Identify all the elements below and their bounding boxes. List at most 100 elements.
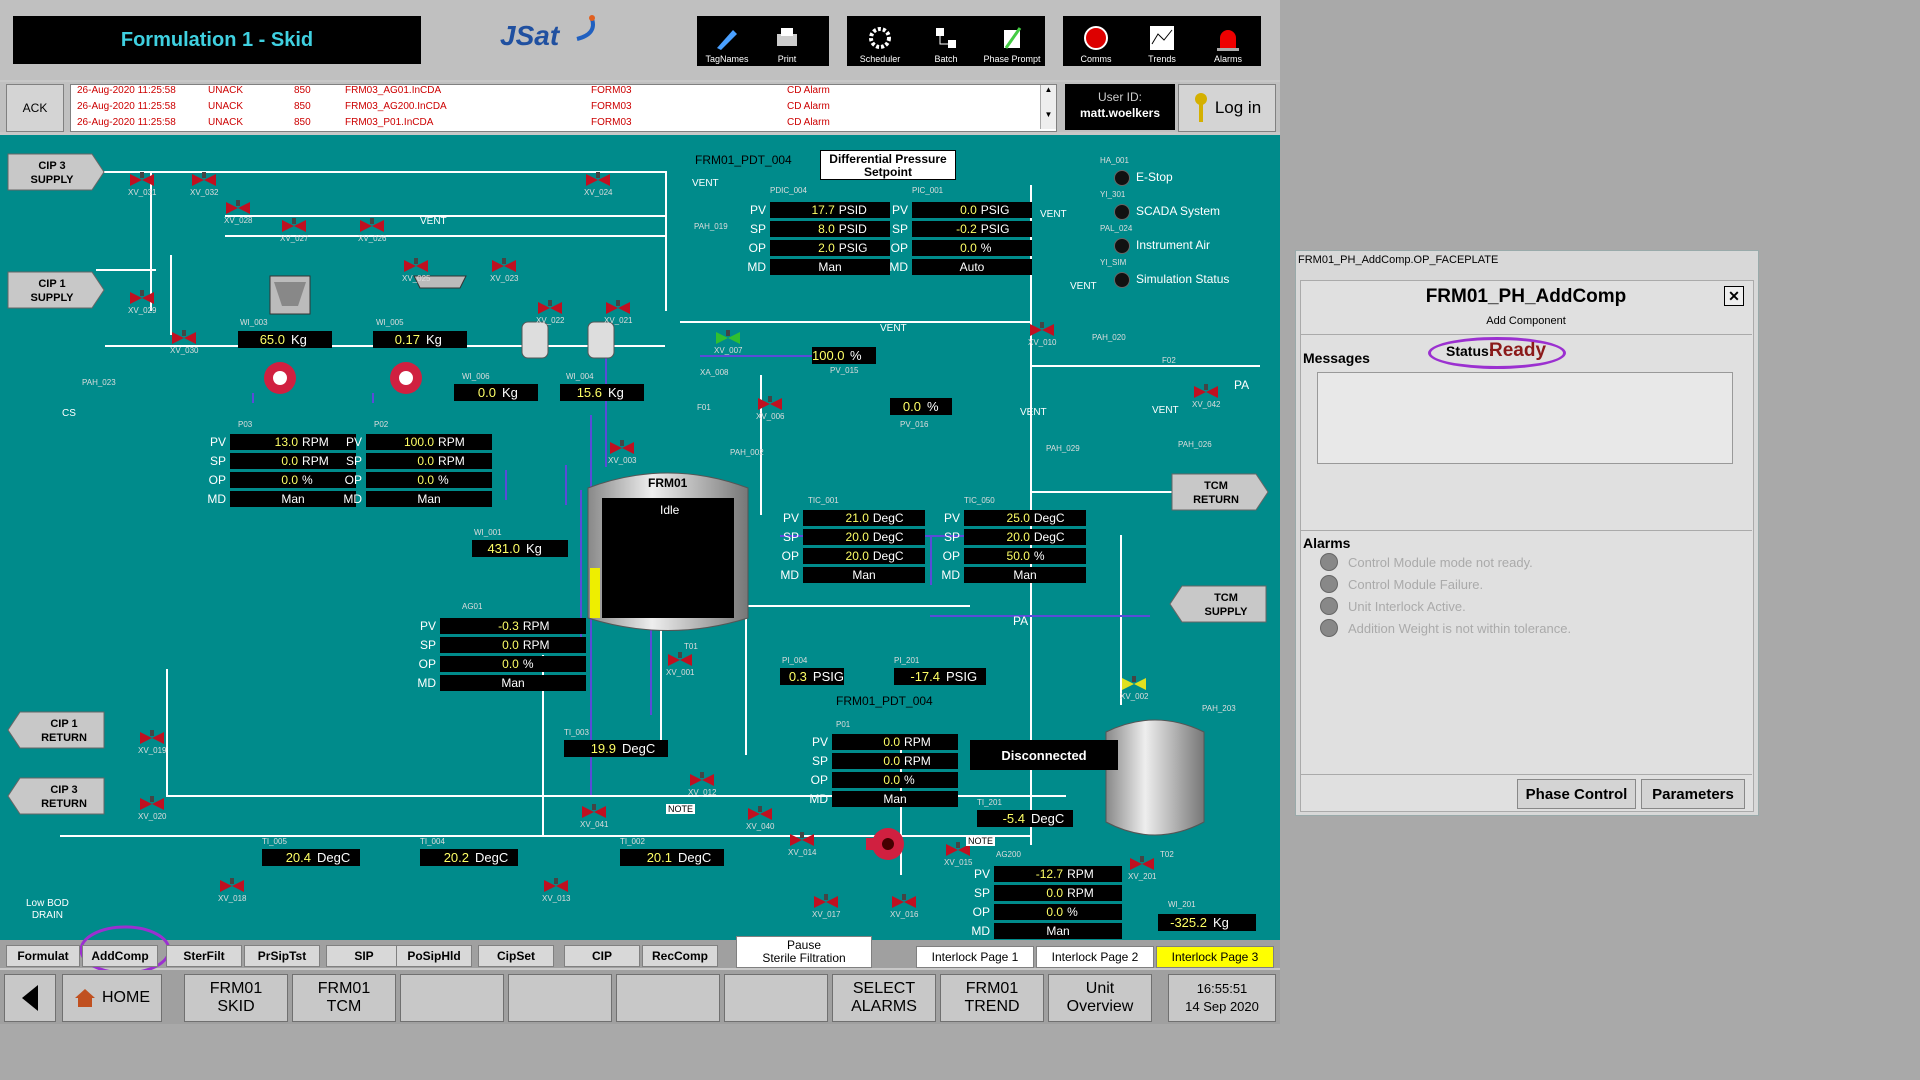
pump-p02-icon[interactable] <box>388 360 424 396</box>
valve-xv-024[interactable] <box>584 172 612 193</box>
home-button[interactable]: HOME <box>62 974 162 1022</box>
tab-formulat[interactable]: Formulat <box>6 945 80 967</box>
dp-setpoint-button[interactable]: Differential Pressure Setpoint <box>820 150 956 180</box>
valve-xv-032[interactable] <box>190 172 218 193</box>
tab-posiphld[interactable]: PoSipHld <box>396 945 472 967</box>
valve-xv-003[interactable] <box>608 440 636 461</box>
back-button[interactable] <box>4 974 56 1022</box>
valve-xv-007[interactable] <box>714 330 742 351</box>
nav-button-5[interactable] <box>616 974 720 1022</box>
valve-xv-026[interactable] <box>358 218 386 239</box>
tab-cipset[interactable]: CipSet <box>478 945 554 967</box>
alarm-scrollbar[interactable]: ▲▼ <box>1040 85 1056 129</box>
valve-xv-016[interactable] <box>890 894 918 915</box>
valve-xv-028[interactable] <box>224 200 252 221</box>
valve-xv-002[interactable] <box>1120 676 1148 697</box>
nav-button-6[interactable] <box>724 974 828 1022</box>
valve-xv-030[interactable] <box>170 330 198 351</box>
valve-xv-031[interactable] <box>128 172 156 193</box>
nav-button-3[interactable] <box>400 974 504 1022</box>
phase-prompt-button[interactable]: Phase Prompt <box>979 16 1045 66</box>
chevron-down-icon[interactable]: ▼ <box>1044 110 1053 119</box>
comms-button[interactable]: Comms <box>1063 16 1129 66</box>
alarms-button[interactable]: Alarms <box>1195 16 1261 66</box>
pump-p03-icon[interactable] <box>262 360 298 396</box>
tab-prsiptst[interactable]: PrSipTst <box>244 945 320 967</box>
frm01-tank[interactable] <box>578 458 758 638</box>
nav-button-4[interactable] <box>508 974 612 1022</box>
printer-icon <box>777 28 797 46</box>
valve-xv-015[interactable] <box>944 842 972 863</box>
messages-box[interactable] <box>1317 372 1733 464</box>
valve-xv-040[interactable] <box>746 806 774 827</box>
interlock-tab-1[interactable]: Interlock Page 1 <box>916 946 1034 968</box>
valve-xv-014[interactable] <box>788 832 816 853</box>
parameters-button[interactable]: Parameters <box>1641 779 1745 809</box>
tab-cip[interactable]: CIP <box>564 945 640 967</box>
valve-xv-017[interactable] <box>812 894 840 915</box>
valve-xv-021[interactable] <box>604 300 632 321</box>
valve-xv-025[interactable] <box>402 258 430 279</box>
valve-xv-020[interactable] <box>138 796 166 817</box>
print-button[interactable]: Print <box>757 16 817 66</box>
valve-xv-018[interactable] <box>218 878 246 899</box>
nav-button-2[interactable]: FRM01 TCM <box>292 974 396 1022</box>
valve-xv-001[interactable] <box>666 652 694 673</box>
valve-xv-029[interactable] <box>128 290 156 311</box>
valve-xv-010[interactable] <box>1028 322 1056 343</box>
phase-control-button[interactable]: Phase Control <box>1517 779 1636 809</box>
valve-xv-022[interactable] <box>536 300 564 321</box>
tank-201[interactable] <box>1100 712 1210 852</box>
tab-sterfilt[interactable]: SterFilt <box>166 945 242 967</box>
tab-reccomp[interactable]: RecComp <box>642 945 718 967</box>
nav-button-1[interactable]: FRM01 SKID <box>184 974 288 1022</box>
valve-tag: XV_042 <box>1192 400 1221 409</box>
valve-xv-019[interactable] <box>138 730 166 751</box>
trends-button[interactable]: Trends <box>1129 16 1195 66</box>
batch-button[interactable]: Batch <box>913 16 979 66</box>
chevron-up-icon[interactable]: ▲ <box>1044 85 1053 94</box>
valve-xv-006[interactable] <box>756 396 784 417</box>
valve-xv-201[interactable] <box>1128 856 1156 877</box>
valve-xv-041[interactable] <box>580 804 608 825</box>
valve-xv-023[interactable] <box>490 258 518 279</box>
valve-xv-013[interactable] <box>542 878 570 899</box>
valve-xv-042[interactable] <box>1192 384 1220 405</box>
nav-button-7[interactable]: SELECT ALARMS <box>832 974 936 1022</box>
valve-xv-027[interactable] <box>280 218 308 239</box>
interlock-tab-3[interactable]: Interlock Page 3 <box>1156 946 1274 968</box>
interlock-tab-2[interactable]: Interlock Page 2 <box>1036 946 1154 968</box>
tagnames-button[interactable]: TagNames <box>697 16 757 66</box>
nav-button-8[interactable]: FRM01 TREND <box>940 974 1044 1022</box>
pause-sterile-filtration-button[interactable]: Pause Sterile Filtration <box>736 936 872 968</box>
valve-xv-012[interactable] <box>688 772 716 793</box>
pump-p01-icon[interactable] <box>864 824 910 864</box>
login-button[interactable]: Log in <box>1178 84 1276 132</box>
close-icon[interactable]: ✕ <box>1724 286 1744 306</box>
scheduler-button[interactable]: Scheduler <box>847 16 913 66</box>
nav-button-9[interactable]: Unit Overview <box>1048 974 1152 1022</box>
ack-button[interactable]: ACK <box>6 84 64 132</box>
tab-addcomp[interactable]: AddComp <box>82 945 158 967</box>
tab-sip[interactable]: SIP <box>326 945 402 967</box>
